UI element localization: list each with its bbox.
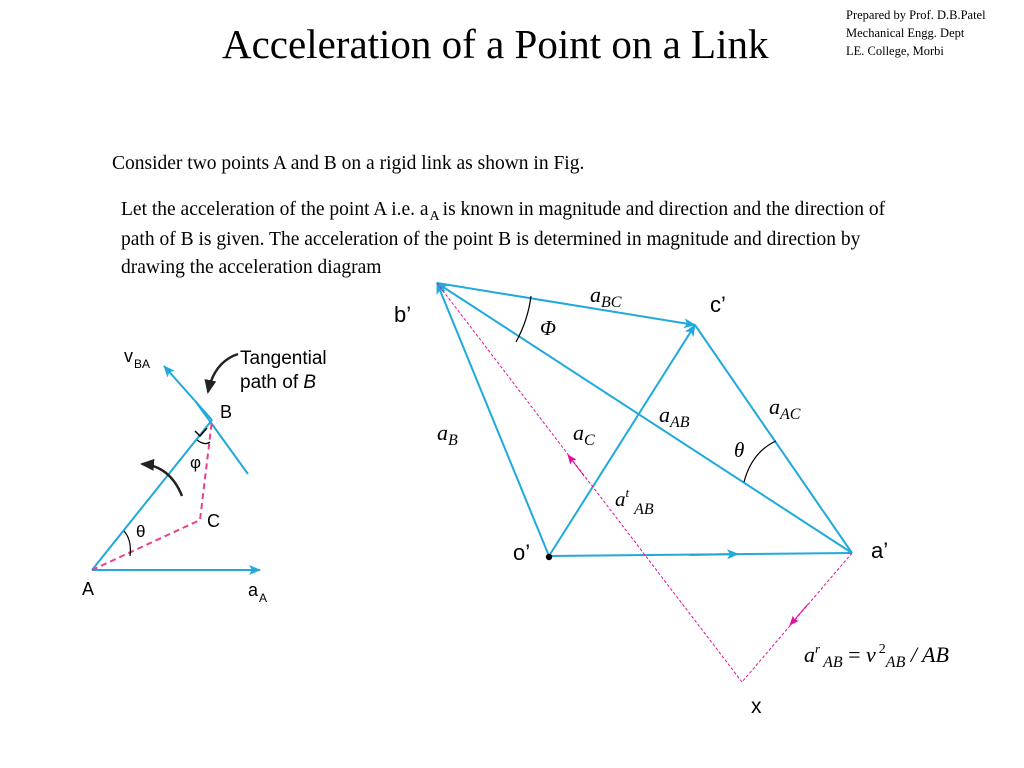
aAC-label: aAC xyxy=(769,394,801,423)
theta-arc xyxy=(743,440,777,483)
aC-label: aC xyxy=(573,420,595,449)
ar-component xyxy=(741,552,853,683)
aBC-label: aBC xyxy=(590,282,622,311)
link-figure: v BA Tangential path of B B C A φ θ a A xyxy=(82,346,327,605)
tangential-path-label-2: path of B xyxy=(240,372,316,393)
point-A-label: A xyxy=(82,579,94,599)
o-prime-label: o’ xyxy=(513,540,530,565)
acceleration-diagram: b’ c’ o’ a’ x aBC Φ aAC aAB aB aC θ atAB… xyxy=(394,282,949,718)
o-a-arrowhead xyxy=(689,549,739,560)
para-part-1: Let the acceleration of the point A i.e.… xyxy=(121,199,429,220)
a-A-subscript: A xyxy=(259,591,267,605)
a-A-label: a xyxy=(248,580,259,600)
rotation-arrow xyxy=(140,458,184,497)
credit-line-1: Prepared by Prof. D.B.Patel xyxy=(846,8,986,22)
aBC-vector xyxy=(436,282,696,329)
aB-vector xyxy=(436,282,550,557)
theta-label: θ xyxy=(136,522,145,541)
right-angle-mark xyxy=(194,427,208,438)
a-prime-label: a’ xyxy=(871,538,888,563)
para-part-2: is known in magnitude and direction and … xyxy=(121,199,886,278)
aAB-label: aAB xyxy=(659,402,690,431)
v-BA-arrow xyxy=(163,365,213,421)
credit-line-3: LE. College, Morbi xyxy=(846,44,944,58)
at-AB-label: atAB xyxy=(615,485,654,518)
theta-label: θ xyxy=(734,438,744,462)
credit-line-2: Mechanical Engg. Dept xyxy=(846,26,965,40)
v-BA-label: v xyxy=(124,346,133,366)
phi-label: φ xyxy=(190,453,201,472)
tangential-path-line xyxy=(195,401,249,475)
Phi-arc xyxy=(515,295,532,343)
point-B-label: B xyxy=(220,402,232,422)
para-sub-a: A xyxy=(429,209,440,224)
aAC-vector xyxy=(694,324,853,554)
phi-arc xyxy=(196,439,211,445)
theta-arc xyxy=(123,530,131,557)
description-paragraph: Let the acceleration of the point A i.e.… xyxy=(121,196,921,282)
c-prime-label: c’ xyxy=(710,292,726,317)
point-C-label: C xyxy=(207,511,220,531)
slide-title: Acceleration of a Point on a Link xyxy=(222,21,769,67)
at-arrowhead xyxy=(567,454,585,477)
link-AB-line xyxy=(91,419,213,571)
pointer-arrow xyxy=(204,352,239,394)
origin-point xyxy=(545,553,553,561)
aC-vector xyxy=(548,324,696,557)
ar-arrowhead xyxy=(789,603,809,626)
v-BA-subscript: BA xyxy=(134,357,150,371)
at-component xyxy=(436,282,743,683)
tangential-path-label-1: Tangential xyxy=(240,348,327,369)
x-label: x xyxy=(751,695,762,718)
aAB-vector xyxy=(436,282,853,554)
b-prime-label: b’ xyxy=(394,302,411,327)
credit-block: Prepared by Prof. D.B.Patel Mechanical E… xyxy=(846,6,986,60)
Phi-label: Φ xyxy=(540,316,556,340)
intro-text: Consider two points A and B on a rigid l… xyxy=(112,153,585,174)
aB-label: aB xyxy=(437,420,458,449)
